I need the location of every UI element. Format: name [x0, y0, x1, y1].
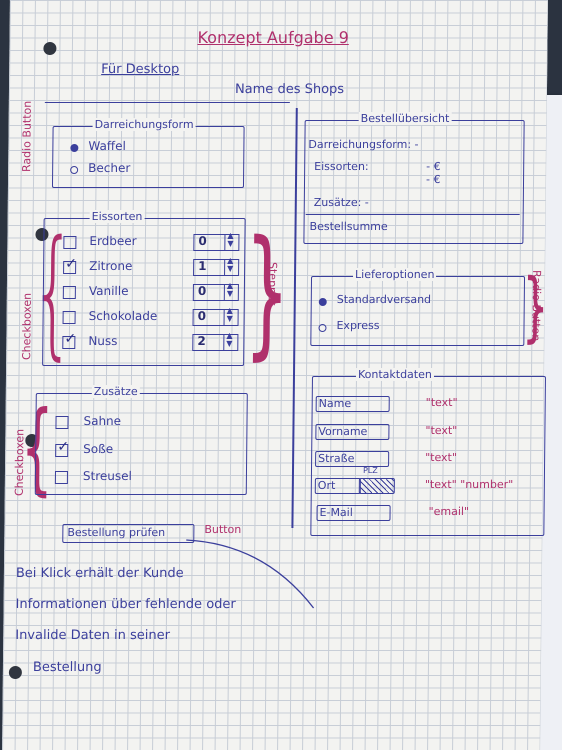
email-hint: "email" — [428, 505, 470, 518]
vorname-label: Vorname — [318, 425, 368, 438]
ort-hint: "text" "number" — [424, 478, 514, 491]
stepper-arrows-icon[interactable]: ▲▼ — [226, 306, 233, 323]
column-divider — [291, 108, 298, 528]
bestelluebersicht-legend: Bestellübersicht — [358, 112, 452, 125]
punch-hole — [8, 666, 22, 679]
ort-input[interactable]: Ort — [314, 478, 361, 494]
checkmark-icon: ✓ — [57, 439, 70, 455]
stepper-value: 0 — [197, 284, 207, 298]
stepper-zitrone[interactable]: 1 ▲▼ — [193, 256, 240, 276]
zusaetze-legend: Zusätze — [91, 385, 140, 398]
stepper-arrows-icon[interactable]: ▲▼ — [227, 256, 234, 273]
uebersicht-euro: - € — [426, 160, 441, 173]
checkbox-vanille[interactable] — [62, 286, 76, 299]
darreichung-fieldset — [51, 126, 245, 188]
checkbox-schokolade[interactable] — [62, 311, 76, 324]
punch-hole — [43, 42, 57, 55]
name-label: Name — [318, 397, 352, 410]
arrow-line — [186, 539, 315, 609]
note-line: Invalide Daten in seiner — [15, 628, 171, 643]
name-hint: "text" — [425, 396, 458, 409]
zusatz-label: Sahne — [83, 414, 122, 428]
note-line: Bei Klick erhält der Kunde — [15, 566, 184, 581]
radio-becher[interactable] — [70, 166, 79, 174]
uebersicht-zusaetze: Zusätze: - — [313, 196, 369, 209]
strasse-label: Straße — [318, 452, 355, 465]
radio-standardversand-label: Standardversand — [336, 293, 432, 306]
checkmark-icon: ✓ — [64, 331, 77, 347]
page-title: Konzept Aufgabe 9 — [197, 28, 349, 47]
checkbox-zitrone[interactable]: ✓ — [63, 256, 77, 274]
zusatz-label: Streusel — [82, 469, 132, 483]
strasse-input[interactable]: Straße — [315, 451, 390, 467]
bestellung-pruefen-label: Bestellung prüfen — [67, 526, 166, 539]
darreichung-legend: Darreichungsform — [92, 118, 196, 131]
bestellung-pruefen-button[interactable]: Bestellung prüfen — [62, 524, 195, 543]
eissorte-label: Nuss — [88, 334, 118, 348]
vorname-input[interactable]: Vorname — [315, 424, 390, 440]
background-paper-sheet — [540, 95, 562, 750]
grid-paper-sheet: Konzept Aufgabe 9 Für Desktop Name des S… — [2, 0, 549, 750]
checkbox-sahne[interactable] — [55, 416, 69, 429]
lieferoptionen-legend: Lieferoptionen — [352, 268, 437, 281]
checkmark-icon: ✓ — [65, 256, 77, 272]
stepper-value: 2 — [197, 334, 206, 348]
radio-waffel-label: Waffel — [88, 139, 126, 153]
radio-express[interactable] — [318, 324, 327, 332]
uebersicht-eissorten: Eissorten: — [314, 160, 369, 173]
name-input[interactable]: Name — [315, 396, 390, 412]
stepper-arrows-icon[interactable]: ▲▼ — [226, 281, 234, 298]
zusatz-label: Soße — [83, 442, 114, 456]
eissorte-label: Schokolade — [88, 309, 158, 323]
annotation-stepper: Stepper — [265, 262, 280, 306]
note-line: Bestellung — [32, 660, 102, 675]
stepper-arrows-icon[interactable]: ▲▼ — [226, 331, 233, 348]
divider-line — [44, 102, 290, 103]
stepper-value: 1 — [198, 259, 207, 273]
kontaktdaten-legend: Kontaktdaten — [355, 368, 434, 381]
uebersicht-darreichung: Darreichungsform: - — [308, 138, 419, 151]
stepper-nuss[interactable]: 2 ▲▼ — [192, 331, 239, 351]
stepper-vanille[interactable]: 0 ▲▼ — [192, 281, 239, 301]
radio-express-label: Express — [336, 319, 380, 332]
eissorten-legend: Eissorten — [89, 210, 145, 223]
uebersicht-summe: Bestellsumme — [309, 220, 388, 233]
checkbox-nuss[interactable]: ✓ — [62, 331, 76, 349]
vorname-hint: "text" — [425, 424, 458, 437]
annotation-radio-button: Radio Button — [20, 100, 34, 172]
radio-becher-label: Becher — [88, 161, 131, 175]
stepper-erdbeer[interactable]: 0 ▲▼ — [193, 231, 240, 251]
plz-input[interactable] — [358, 478, 395, 494]
checkbox-sosse[interactable]: ✓ — [55, 439, 69, 457]
plz-label: PLZ — [362, 466, 378, 475]
radio-waffel[interactable] — [70, 144, 79, 152]
stepper-value: 0 — [198, 234, 207, 248]
summary-divider — [305, 214, 520, 215]
email-label: E-Mail — [319, 506, 353, 519]
strasse-hint: "text" — [425, 451, 458, 464]
eissorte-label: Erdbeer — [89, 234, 137, 248]
email-input[interactable]: E-Mail — [316, 505, 391, 521]
radio-standardversand[interactable] — [318, 298, 327, 306]
shop-name: Name des Shops — [234, 82, 345, 97]
page-subtitle: Für Desktop — [101, 62, 180, 77]
eissorte-label: Zitrone — [89, 259, 133, 273]
ort-label: Ort — [317, 479, 336, 492]
stepper-value: 0 — [197, 309, 207, 323]
checkbox-erdbeer[interactable] — [63, 236, 77, 249]
annotation-radio-button-2: Radio Button — [529, 270, 544, 342]
stepper-schokolade[interactable]: 0 ▲▼ — [192, 306, 239, 326]
eissorte-label: Vanille — [88, 284, 129, 298]
stepper-arrows-icon[interactable]: ▲▼ — [227, 231, 234, 248]
checkbox-streusel[interactable] — [54, 471, 68, 484]
note-line: Informationen über fehlende oder — [15, 597, 236, 612]
uebersicht-euro: - € — [425, 173, 441, 186]
lieferoptionen-fieldset — [310, 276, 526, 346]
